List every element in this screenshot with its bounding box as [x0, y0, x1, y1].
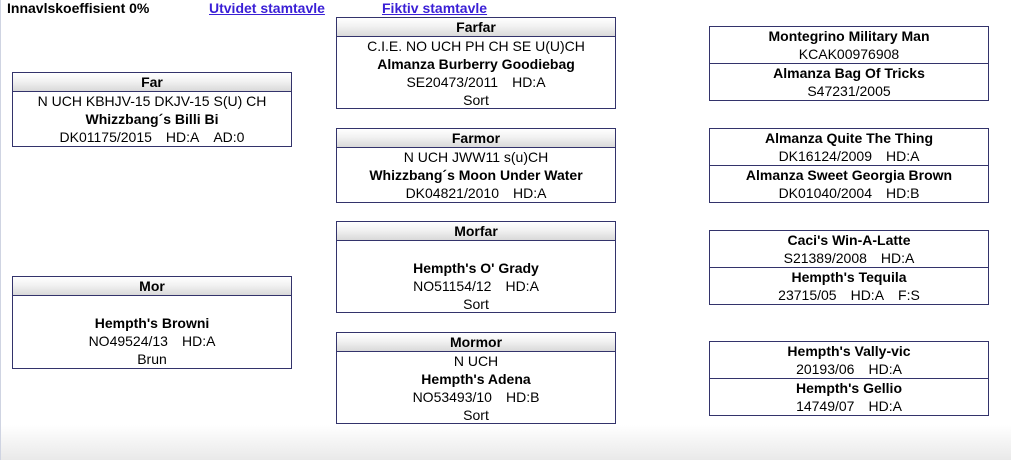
ancestor-2-dam-details: DK01040/2004 HD:B [710, 184, 988, 202]
paternal-granddam-reg: DK04821/2010 [405, 185, 499, 201]
ancestor-2-sire[interactable]: Almanza Quite The Thing DK16124/2009 HD:A [710, 129, 988, 165]
paternal-grandsire-reg: SE20473/2011 [406, 74, 499, 90]
ancestor-1-dam[interactable]: Almanza Bag Of Tricks S47231/2005 [710, 63, 988, 100]
dam-titles [13, 296, 291, 314]
ancestor-4-sire-name: Hempth's Vally-vic [787, 343, 911, 359]
sire-box[interactable]: Far N UCH KBHJV-15 DKJV-15 S(U) CH Whizz… [12, 72, 292, 147]
sire-name: Whizzbang´s Billi Bi [85, 111, 219, 127]
ancestor-4-sire-reg: 20193/06 [796, 361, 855, 377]
maternal-granddam-header: Mormor [337, 333, 615, 352]
dam-details: NO49524/13 HD:A [13, 332, 291, 350]
paternal-granddam-box[interactable]: Farmor N UCH JWW11 s(u)CH Whizzbang´s Mo… [336, 128, 616, 203]
ancestor-1-dam-reg: S47231/2005 [807, 83, 891, 99]
paternal-grandsire-header: Farfar [337, 18, 615, 37]
paternal-granddam-details: DK04821/2010 HD:A [337, 184, 615, 202]
maternal-grandsire-name: Hempth's O' Grady [413, 260, 539, 276]
ancestor-4-dam-details: 14749/07 HD:A [710, 397, 988, 415]
dam-hd: HD:A [181, 333, 216, 349]
sire-titles: N UCH KBHJV-15 DKJV-15 S(U) CH [37, 93, 267, 109]
maternal-granddam-hd: HD:B [505, 389, 540, 405]
sire-reg: DK01175/2015 [59, 129, 152, 145]
ancestor-3-sire[interactable]: Caci's Win-A-Latte S21389/2008 HD:A [710, 231, 988, 267]
paternal-granddam-hd: HD:A [512, 185, 547, 201]
sire-details: DK01175/2015 HD:A AD:0 [13, 128, 291, 146]
dam-header: Mor [13, 277, 291, 296]
paternal-grandsire-details: SE20473/2011 HD:A [337, 73, 615, 91]
maternal-grandsire-hd: HD:A [505, 278, 539, 294]
sire-hd: HD:A [165, 129, 200, 145]
ancestor-4-sire-details: 20193/06 HD:A [710, 360, 988, 378]
ancestor-3-dam-name: Hempth's Tequila [791, 269, 907, 285]
ancestor-3-sire-hd: HD:A [880, 250, 915, 266]
paternal-grandsire-hd: HD:A [512, 74, 546, 90]
ancestor-4-dam-hd: HD:A [868, 398, 902, 414]
ancestor-3-sire-reg: S21389/2008 [783, 250, 867, 266]
paternal-grandsire-box[interactable]: Farfar C.I.E. NO UCH PH CH SE U(U)CH Alm… [336, 17, 616, 109]
dam-box[interactable]: Mor Hempth's Browni NO49524/13 HD:A Brun [12, 276, 292, 369]
ancestor-2-sire-name: Almanza Quite The Thing [764, 130, 933, 146]
dam-reg: NO49524/13 [88, 333, 168, 349]
ancestor-3-dam-hd: HD:A [850, 287, 885, 303]
ancestor-4-sire[interactable]: Hempth's Vally-vic 20193/06 HD:A [710, 342, 988, 378]
maternal-grandsire-color: Sort [463, 296, 489, 312]
maternal-grandsire-details: NO51154/12 HD:A [337, 277, 615, 295]
ancestor-4-dam[interactable]: Hempth's Gellio 14749/07 HD:A [710, 378, 988, 415]
ancestor-pair-1: Montegrino Military Man KCAK00976908 Alm… [709, 26, 989, 101]
maternal-granddam-details: NO53493/10 HD:B [337, 388, 615, 406]
maternal-granddam-color: Sort [463, 407, 489, 423]
ancestor-pair-2: Almanza Quite The Thing DK16124/2009 HD:A… [709, 128, 989, 203]
paternal-grandsire-name: Almanza Burberry Goodiebag [377, 56, 575, 72]
sire-ad: AD:0 [213, 129, 245, 145]
maternal-granddam-reg: NO53493/10 [412, 389, 492, 405]
maternal-grandsire-reg: NO51154/12 [413, 278, 492, 294]
ancestor-3-sire-details: S21389/2008 HD:A [710, 249, 988, 267]
extended-pedigree-link[interactable]: Utvidet stamtavle [209, 0, 325, 16]
maternal-granddam-titles: N UCH [453, 353, 499, 369]
ancestor-2-dam-hd: HD:B [885, 185, 920, 201]
dam-color: Brun [137, 351, 167, 367]
maternal-granddam-box[interactable]: Mormor N UCH Hempth's Adena NO53493/10 HD… [336, 332, 616, 424]
dam-name: Hempth's Browni [94, 315, 210, 331]
maternal-grandsire-header: Morfar [337, 222, 615, 241]
ancestor-1-sire[interactable]: Montegrino Military Man KCAK00976908 [710, 27, 988, 63]
maternal-grandsire-titles [337, 241, 615, 259]
ancestor-4-dam-reg: 14749/07 [796, 398, 855, 414]
paternal-granddam-titles: N UCH JWW11 s(u)CH [403, 149, 549, 165]
ancestor-3-dam-fs: F:S [898, 287, 920, 303]
ancestor-4-dam-name: Hempth's Gellio [795, 380, 902, 396]
paternal-granddam-header: Farmor [337, 129, 615, 148]
ancestor-4-sire-hd: HD:A [868, 361, 902, 377]
paternal-grandsire-color: Sort [463, 92, 489, 108]
sire-header: Far [13, 73, 291, 92]
ancestor-3-sire-name: Caci's Win-A-Latte [787, 232, 911, 248]
ancestor-3-dam-reg: 23715/05 [778, 287, 837, 303]
ancestor-2-dam-reg: DK01040/2004 [778, 185, 872, 201]
paternal-grandsire-titles: C.I.E. NO UCH PH CH SE U(U)CH [367, 38, 585, 54]
ancestor-1-sire-reg: KCAK00976908 [798, 46, 900, 62]
fictive-pedigree-link[interactable]: Fiktiv stamtavle [382, 0, 488, 16]
ancestor-1-dam-name: Almanza Bag Of Tricks [773, 65, 925, 81]
ancestor-2-dam[interactable]: Almanza Sweet Georgia Brown DK01040/2004… [710, 165, 988, 202]
inbreeding-coefficient: Innavlskoeffisient 0% [7, 0, 150, 16]
ancestor-2-sire-hd: HD:A [885, 148, 920, 164]
ancestor-2-sire-reg: DK16124/2009 [778, 148, 872, 164]
ancestor-3-dam-details: 23715/05 HD:A F:S [710, 286, 988, 304]
ancestor-1-sire-name: Montegrino Military Man [768, 28, 930, 44]
ancestor-2-sire-details: DK16124/2009 HD:A [710, 147, 988, 165]
maternal-granddam-name: Hempth's Adena [421, 371, 531, 387]
ancestor-3-dam[interactable]: Hempth's Tequila 23715/05 HD:A F:S [710, 267, 988, 304]
ancestor-2-dam-name: Almanza Sweet Georgia Brown [745, 167, 953, 183]
paternal-granddam-name: Whizzbang´s Moon Under Water [369, 167, 583, 183]
